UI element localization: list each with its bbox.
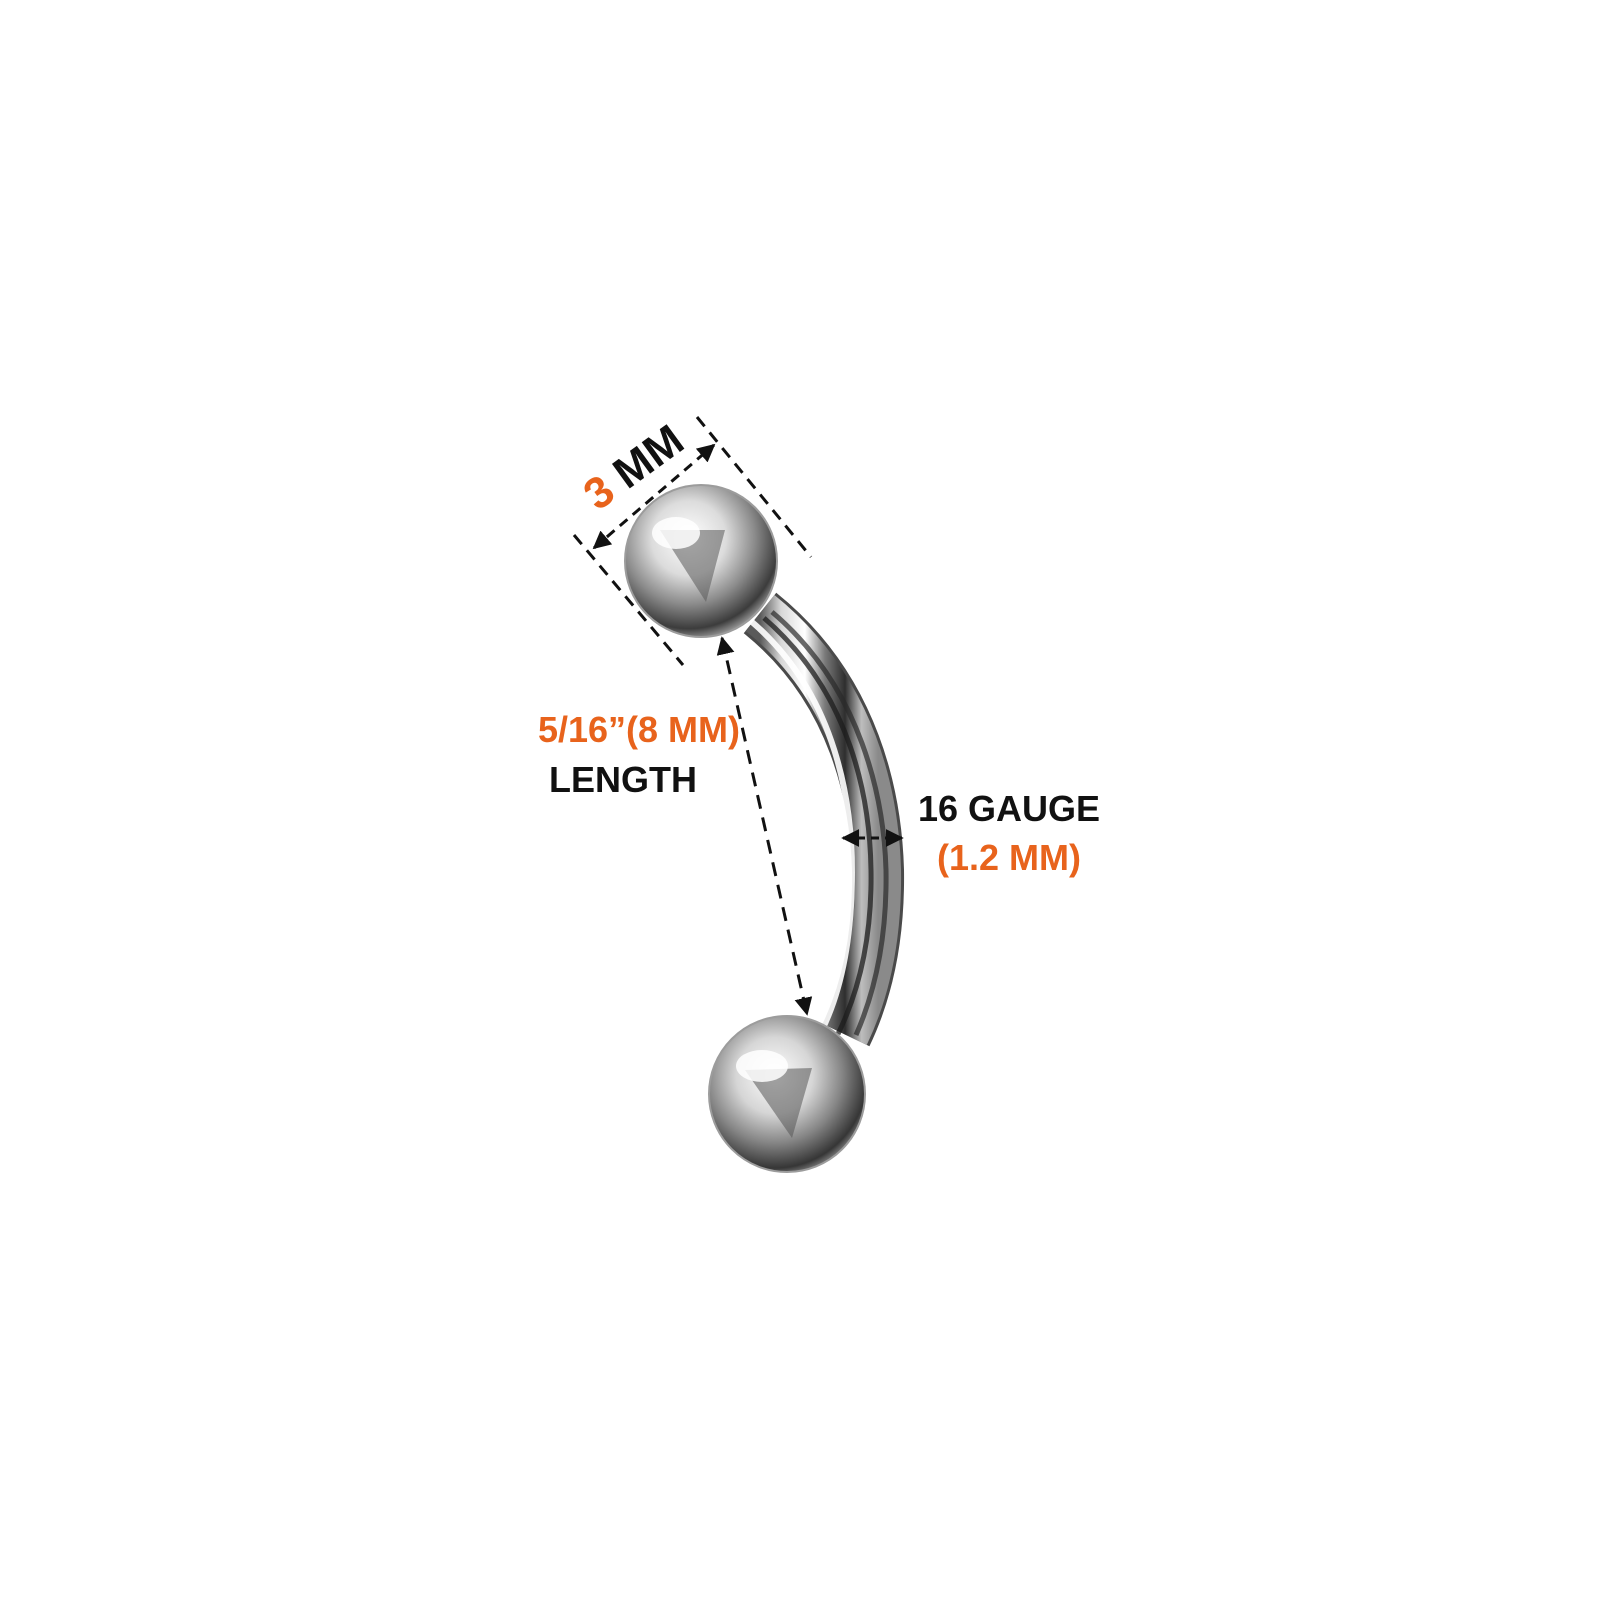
length-caption-label: LENGTH bbox=[549, 759, 697, 800]
top-ball bbox=[624, 484, 778, 638]
ball-extension-line-right bbox=[695, 416, 813, 558]
ball-extension-line-left bbox=[572, 534, 685, 666]
ball-diameter-arrow bbox=[592, 443, 716, 550]
curved-bar bbox=[743, 592, 905, 1047]
ball-diameter-dimension bbox=[572, 416, 813, 666]
length-dimension bbox=[716, 636, 813, 1016]
gauge-value-label: (1.2 MM) bbox=[937, 837, 1081, 878]
length-arrow bbox=[716, 636, 813, 1016]
bottom-ball bbox=[708, 1015, 866, 1173]
gauge-caption-label: 16 GAUGE bbox=[917, 788, 1101, 829]
length-value-label: 5/16”(8 MM) bbox=[537, 709, 740, 750]
